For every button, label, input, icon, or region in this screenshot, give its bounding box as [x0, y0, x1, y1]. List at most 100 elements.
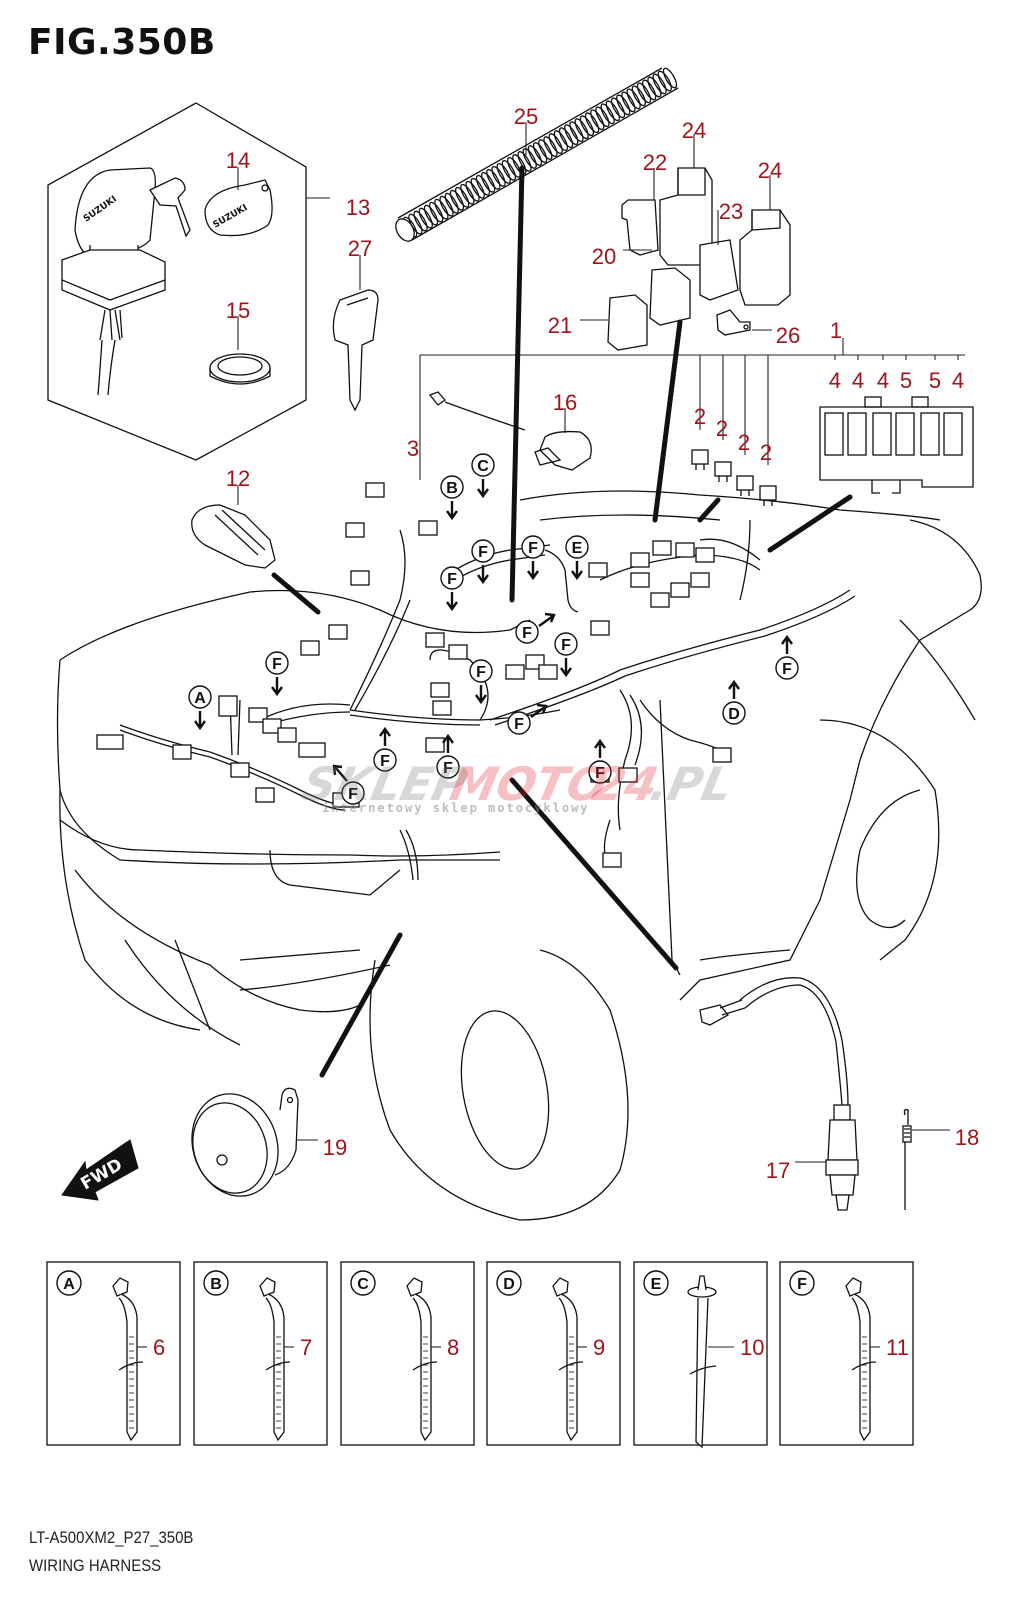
panel-ref-letter: F	[797, 1276, 807, 1293]
clamp-ref-letter: A	[194, 690, 206, 707]
clamp-ref-letter: F	[522, 625, 532, 642]
clamp-marker-f: F	[469, 659, 493, 705]
tube-rib	[418, 207, 433, 229]
wire-connector	[430, 682, 450, 698]
callout-label-25: 25	[514, 104, 538, 129]
pointer-line	[271, 572, 321, 615]
tube-rib	[610, 97, 626, 119]
tube-rib	[465, 180, 480, 202]
tube-rib	[616, 94, 631, 116]
clamp-ref-letter: F	[447, 571, 457, 588]
clamp-marker-f: F	[471, 539, 495, 585]
clamp-marker-f: F	[775, 634, 799, 680]
tube-rib	[470, 177, 485, 199]
wire-connector	[218, 695, 238, 717]
callout-label-1: 1	[830, 318, 842, 343]
fuse-slot	[943, 412, 963, 456]
fuse-slot	[920, 412, 940, 456]
watermark-brand-right: .PL	[646, 757, 738, 810]
tube-rib	[522, 148, 537, 169]
tube-rib	[413, 210, 428, 232]
mini-relay	[736, 475, 754, 496]
clamp-marker-b: B	[440, 475, 464, 521]
clamp-ref-letter: F	[348, 786, 358, 803]
fuse-slot	[872, 412, 892, 456]
fuse-slot	[895, 412, 915, 456]
panel-ref-letter: D	[503, 1276, 515, 1293]
clamp-ref-letter: F	[514, 716, 524, 733]
clamp-ref-letter: D	[728, 706, 740, 723]
callout-label-17: 17	[766, 1158, 790, 1183]
fuse-slot	[847, 412, 867, 456]
callout-label-18: 18	[955, 1125, 979, 1150]
ignition-switch-kit-group: SUZUKI SUZUKI	[47, 102, 330, 461]
detail-panel-c: C8	[340, 1261, 475, 1446]
clamp-ref-letter: F	[595, 765, 605, 782]
wire-connector	[588, 562, 608, 578]
clamp-ref-letter: F	[272, 656, 282, 673]
clamp-ref-letter: F	[478, 544, 488, 561]
figure-title: FIG.350B	[28, 22, 216, 63]
clamp-marker-f: F	[507, 703, 548, 735]
panel-ref-letter: E	[651, 1276, 662, 1293]
wire-connector	[425, 632, 445, 648]
tube-rib	[631, 85, 646, 107]
tube-rib	[460, 183, 475, 205]
clamp-marker-a: A	[188, 685, 212, 731]
panel-part-number: 7	[300, 1335, 312, 1360]
detail-panel-f: F11	[779, 1261, 914, 1446]
wire-connector	[230, 762, 250, 778]
wire-connector	[652, 540, 672, 556]
detail-panel-e: E10	[633, 1261, 768, 1449]
callout-label-5b: 5	[929, 368, 941, 393]
callout-label-22: 22	[643, 150, 667, 175]
tube-rib	[584, 112, 600, 134]
tube-rib	[590, 109, 605, 131]
tube-rib	[595, 106, 610, 128]
detail-panel-d: D9	[486, 1261, 621, 1446]
watermark-brand-mid: MOTO	[446, 757, 613, 810]
pointer-line	[697, 497, 721, 523]
callout-label-4a: 4	[829, 368, 841, 393]
wire-connector	[418, 520, 438, 536]
tube-rib	[517, 151, 532, 172]
fuse-slot	[824, 412, 844, 456]
wire-connector	[448, 644, 468, 660]
callout-label-4d: 4	[952, 368, 964, 393]
tube-rib	[434, 198, 449, 220]
wire-connector	[277, 727, 297, 743]
tube-rib	[553, 130, 569, 151]
wire-connector	[172, 744, 192, 760]
clamp-ref-letter: F	[380, 753, 390, 770]
clamp-marker-f: F	[521, 535, 545, 581]
tube-rib	[564, 124, 579, 146]
callout-label-4c: 4	[877, 368, 889, 393]
wire-connector	[425, 737, 445, 753]
clamp-ref-letter: E	[572, 540, 583, 557]
tube-rib	[574, 118, 589, 140]
tube-rib	[480, 171, 496, 193]
pointer-line	[509, 165, 525, 603]
mini-relay-group	[691, 449, 777, 506]
key-cover-illustration: SUZUKI	[204, 179, 273, 237]
clamp-marker-f: F	[440, 566, 464, 612]
clamp-marker-c: C	[471, 453, 495, 499]
callout-label-26: 26	[776, 323, 800, 348]
callout-label-16: 16	[553, 390, 577, 415]
clamp-marker-f: F	[554, 632, 578, 678]
tube-rib	[455, 186, 470, 208]
pointer-line	[319, 932, 403, 1078]
tube-rib	[512, 154, 527, 175]
callout-label-23: 23	[719, 199, 743, 224]
mini-relay	[759, 485, 777, 506]
clamp-marker-f: F	[436, 733, 460, 779]
wire-connector	[675, 542, 695, 558]
forward-direction-arrow: FWD	[61, 1139, 139, 1201]
connector-group	[96, 482, 732, 868]
clamp-marker-f: F	[588, 738, 612, 784]
callout-label-15: 15	[226, 298, 250, 323]
clamp-ref-letter: F	[528, 540, 538, 557]
